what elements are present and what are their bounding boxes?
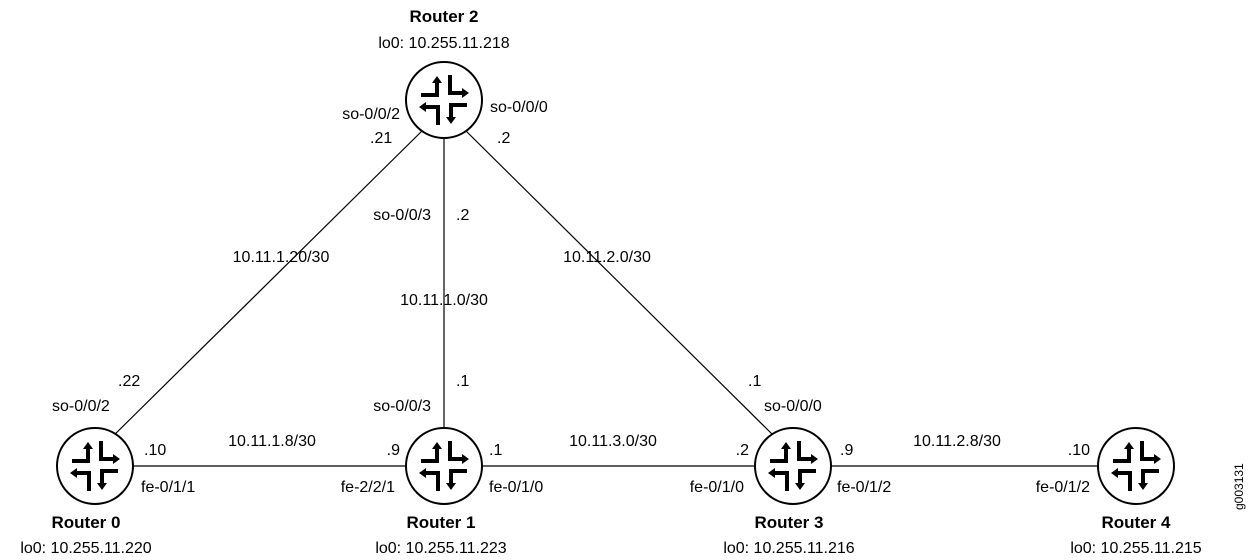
router-0-body	[56, 427, 134, 505]
r3-iface-so-0-0-0: so-0/0/0	[764, 398, 822, 415]
r2-addr-2-to-r3: .2	[497, 130, 510, 147]
r2-addr-21: .21	[370, 130, 392, 147]
router-1-lo0: lo0: 10.255.11.223	[375, 540, 506, 557]
subnet-r1-r3: 10.11.3.0/30	[569, 433, 657, 450]
r1-iface-so-0-0-3: so-0/0/3	[373, 398, 431, 415]
router-1	[405, 427, 483, 505]
r3-addr-2: .2	[736, 442, 749, 459]
r3-iface-fe-0-1-2: fe-0/1/2	[837, 479, 891, 496]
router-1-body	[405, 427, 483, 505]
router-3-name: Router 3	[755, 513, 824, 532]
r1-iface-fe-0-1-0: fe-0/1/0	[489, 479, 543, 496]
router-4-body	[1097, 427, 1175, 505]
r1-addr-9: .9	[387, 442, 400, 459]
links	[103, 127, 1098, 467]
r0-addr-10: .10	[144, 442, 166, 459]
r0-iface-fe-0-1-1: fe-0/1/1	[141, 479, 195, 496]
r1-addr-1-to-r3: .1	[489, 442, 502, 459]
router-0-lo0: lo0: 10.255.11.220	[20, 540, 151, 557]
router-0	[56, 427, 134, 505]
r3-iface-fe-0-1-0: fe-0/1/0	[690, 479, 744, 496]
r2-iface-so-0-0-2: so-0/0/2	[342, 106, 400, 123]
router-3-lo0: lo0: 10.255.11.216	[723, 540, 854, 557]
link-r0-r2	[103, 127, 426, 446]
router-2-lo0: lo0: 10.255.11.218	[378, 35, 509, 52]
router-4-lo0: lo0: 10.255.11.215	[1070, 540, 1201, 557]
router-4-name: Router 4	[1102, 513, 1172, 532]
subnet-r2-r3: 10.11.2.0/30	[563, 249, 651, 266]
r4-iface-fe-0-1-2: fe-0/1/2	[1036, 479, 1090, 496]
router-0-name: Router 0	[52, 513, 121, 532]
r2-addr-2-to-r1: .2	[456, 207, 469, 224]
router-3-body	[754, 427, 832, 505]
r4-addr-10: .10	[1068, 442, 1090, 459]
router-1-name: Router 1	[407, 513, 476, 532]
router-2-body	[405, 61, 483, 139]
router-2-name: Router 2	[410, 7, 479, 26]
r3-addr-9: .9	[840, 442, 853, 459]
router-4	[1097, 427, 1175, 505]
router-3	[754, 427, 832, 505]
subnet-r1-r2: 10.11.1.0/30	[400, 292, 488, 309]
r0-addr-22: .22	[118, 373, 140, 390]
r1-addr-1-to-r2: .1	[456, 373, 469, 390]
link-r2-r3	[462, 127, 775, 437]
router-2	[405, 61, 483, 139]
r2-iface-so-0-0-3: so-0/0/3	[373, 207, 431, 224]
r2-iface-so-0-0-0: so-0/0/0	[490, 99, 548, 116]
r3-addr-1: .1	[748, 373, 761, 390]
r0-iface-so-0-0-2: so-0/0/2	[52, 398, 110, 415]
subnet-r3-r4: 10.11.2.8/30	[913, 433, 1001, 450]
figure-id: g003131	[1232, 463, 1246, 510]
subnet-r0-r2: 10.11.1.20/30	[233, 249, 330, 266]
r1-iface-fe-2-2-1: fe-2/2/1	[341, 479, 395, 496]
subnet-r0-r1: 10.11.1.8/30	[228, 433, 316, 450]
